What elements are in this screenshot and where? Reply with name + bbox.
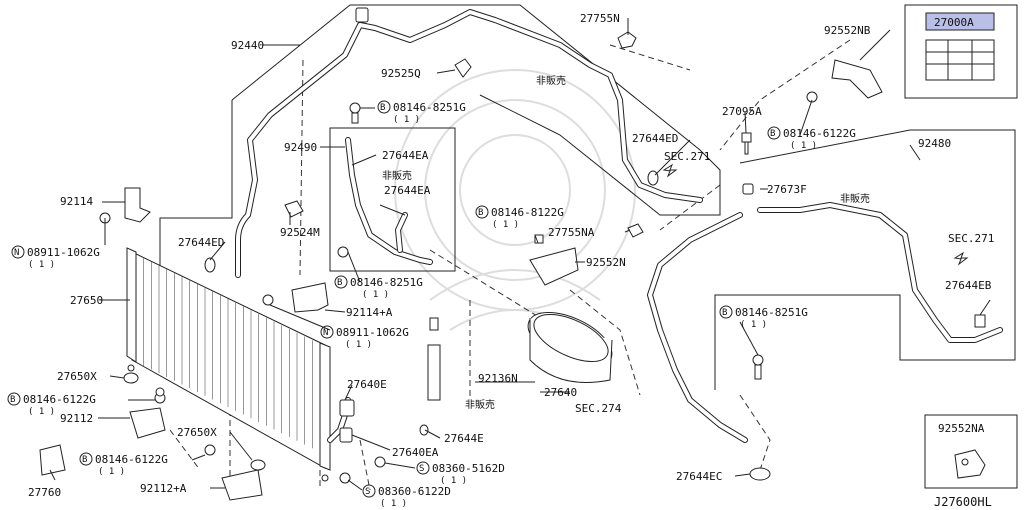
- label-SEC274: SEC.274: [575, 402, 622, 415]
- label-92490: 92490: [284, 141, 317, 154]
- bolt-mark: B: [10, 395, 15, 405]
- label-27755N: 27755N: [580, 12, 620, 25]
- nut-1062g-mid: N 08911-1062G ( 1 ): [320, 325, 409, 350]
- bolt-6122g-right: B 08146-6122G ( 1 ): [767, 126, 856, 151]
- label-08911-1062G-left: 08911-1062G: [27, 246, 100, 259]
- label-hibaibai-2: 非販売: [382, 169, 412, 182]
- label-27650: 27650: [70, 294, 103, 307]
- parts: [39, 7, 986, 501]
- labels: 92440 27755N 92552NB 27000A 92525Q 非販売 B…: [7, 12, 994, 509]
- label-27644EB: 27644EB: [945, 279, 992, 292]
- screw-6122d: S 08360-6122D ( 1 ): [362, 484, 451, 509]
- label-92552N: 92552N: [586, 256, 626, 269]
- sec-arrows: [662, 163, 969, 266]
- bolt-8251g-mid: B 08146-8251G ( 1 ): [334, 275, 423, 300]
- inset-92552NA: [924, 414, 1018, 489]
- label-SEC271-top: SEC.271: [664, 150, 710, 163]
- label-SEC271-right: SEC.271: [948, 232, 994, 245]
- qty: ( 1 ): [393, 115, 420, 125]
- nut-mark: N: [14, 248, 19, 258]
- label-27650X-2: 27650X: [177, 426, 217, 439]
- label-27000A: 27000A: [934, 16, 974, 29]
- label-08146-8251G-right: 08146-8251G: [735, 306, 808, 319]
- label-08146-8251G-mid: 08146-8251G: [350, 276, 423, 289]
- label-08146-6122G-bottom: 08146-6122G: [95, 453, 168, 466]
- label-08146-8122G: 08146-8122G: [491, 206, 564, 219]
- qty: ( 1 ): [492, 220, 519, 230]
- label-27644EA-1: 27644EA: [382, 149, 429, 162]
- qty: ( 1 ): [440, 476, 467, 486]
- label-27755NA: 27755NA: [548, 226, 595, 239]
- label-08146-8251G-top: 08146-8251G: [393, 101, 466, 114]
- label-27673F: 27673F: [767, 183, 807, 196]
- label-27644E: 27644E: [444, 432, 484, 445]
- bolt-6122g-bottom: B 08146-6122G ( 1 ): [79, 452, 168, 477]
- label-27095A: 27095A: [722, 105, 762, 118]
- bolt-mark: B: [337, 278, 342, 288]
- bolt-mark: B: [478, 208, 483, 218]
- region-outlines: [159, 4, 1016, 390]
- label-27644EC: 27644EC: [676, 470, 722, 483]
- label-92112A: 92112+A: [140, 482, 187, 495]
- label-27644ED-1: 27644ED: [632, 132, 678, 145]
- nut-1062g-left: N 08911-1062G ( 1 ): [11, 245, 100, 270]
- bolt-8251g-right: B 08146-8251G ( 1 ): [719, 305, 808, 330]
- qty: ( 1 ): [790, 141, 817, 151]
- label-hibaibai-3: 非販売: [840, 192, 870, 205]
- label-08911-1062G-mid: 08911-1062G: [336, 326, 409, 339]
- label-92552NB: 92552NB: [824, 24, 871, 37]
- label-92136N: 92136N: [478, 372, 518, 385]
- nut-mark: N: [323, 328, 328, 338]
- label-92552NA: 92552NA: [938, 422, 985, 435]
- pipe-92440: [235, 9, 703, 278]
- bolt-8122g: B 08146-8122G ( 1 ): [475, 205, 564, 230]
- label-08360-6122D: 08360-6122D: [378, 485, 451, 498]
- bolt-8251g-top: B 08146-8251G ( 1 ): [377, 100, 466, 125]
- watermark: [394, 69, 636, 331]
- label-27640E: 27640E: [347, 378, 387, 391]
- label-92440: 92440: [231, 39, 264, 52]
- bolt-6122g-left: B 08146-6122G ( 1 ): [7, 392, 96, 417]
- qty: ( 1 ): [380, 499, 407, 509]
- label-08146-6122G-left: 08146-6122G: [23, 393, 96, 406]
- label-92114: 92114: [60, 195, 93, 208]
- label-08146-6122G-right: 08146-6122G: [783, 127, 856, 140]
- pipe-92480: [647, 202, 1003, 443]
- pipe-92490: [345, 137, 433, 265]
- bolt-mark: B: [380, 103, 385, 113]
- qty: ( 1 ): [362, 290, 389, 300]
- label-27650X-1: 27650X: [57, 370, 97, 383]
- qty: ( 1 ): [28, 407, 55, 417]
- label-92480: 92480: [918, 137, 951, 150]
- label-27644ED-2: 27644ED: [178, 236, 224, 249]
- label-leaders: [49, 18, 991, 491]
- label-hibaibai-4: 非販売: [465, 398, 495, 411]
- condenser: [126, 247, 331, 482]
- diagram-reference-code: J27600HL: [934, 495, 992, 509]
- qty: ( 1 ): [28, 260, 55, 270]
- label-92525Q: 92525Q: [381, 67, 421, 80]
- label-27644EA-2: 27644EA: [384, 184, 431, 197]
- bolt-mark: B: [82, 455, 87, 465]
- screw-mark: S: [419, 464, 424, 474]
- label-27760: 27760: [28, 486, 61, 499]
- qty: ( 1 ): [740, 320, 767, 330]
- bolt-mark: B: [770, 129, 775, 139]
- qty: ( 1 ): [345, 340, 372, 350]
- qty: ( 1 ): [98, 467, 125, 477]
- label-27640: 27640: [544, 386, 577, 399]
- label-92112: 92112: [60, 412, 93, 425]
- label-92114A: 92114+A: [346, 306, 393, 319]
- screw-mark: S: [365, 487, 370, 497]
- inset-27000A: [904, 4, 1018, 99]
- label-hibaibai-1: 非販売: [536, 74, 566, 87]
- bolt-mark: B: [722, 308, 727, 318]
- label-92524M: 92524M: [280, 226, 320, 239]
- highlight-box: [925, 12, 995, 31]
- label-08360-5162D: 08360-5162D: [432, 462, 505, 475]
- label-27640EA: 27640EA: [392, 446, 439, 459]
- screw-5162d: S 08360-5162D ( 1 ): [416, 461, 505, 486]
